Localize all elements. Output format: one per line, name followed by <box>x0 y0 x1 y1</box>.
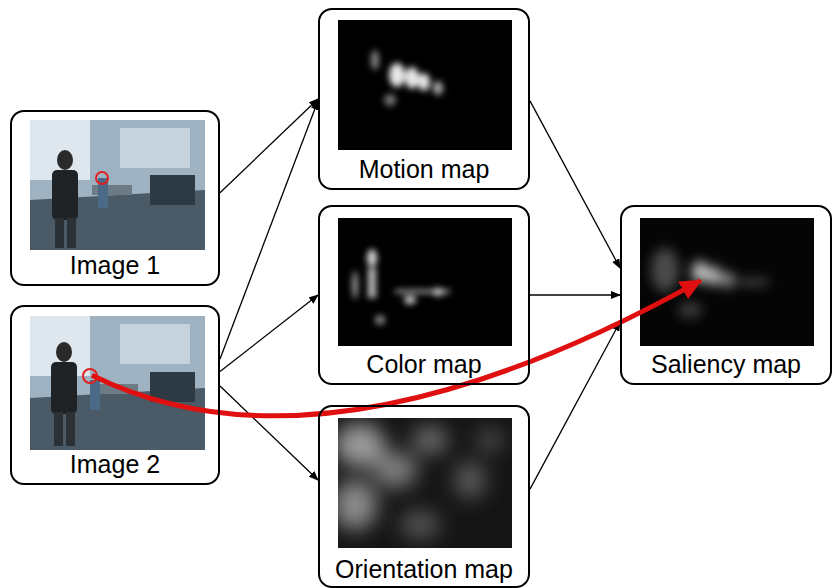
motion-map-image <box>338 20 512 150</box>
box-label: Motion map <box>359 155 490 183</box>
camera-image <box>30 120 205 250</box>
saliency-map-box: Saliency map <box>620 205 832 385</box>
box-label: Saliency map <box>651 350 801 378</box>
box-label: Orientation map <box>335 555 513 583</box>
flow-arrow <box>530 294 620 295</box>
flow-arrow <box>220 386 318 480</box>
attention-arrow <box>92 281 701 416</box>
color-map-image <box>338 218 512 346</box>
feature-map-box: Orientation map <box>318 405 530 588</box>
label-holder: Image 1 <box>12 253 218 278</box>
label-holder: Saliency map <box>622 352 830 377</box>
flow-arrow <box>220 101 318 359</box>
box-label: Image 2 <box>70 450 160 478</box>
box-label: Color map <box>366 350 481 378</box>
label-holder: Image 2 <box>12 452 218 477</box>
label-holder: Orientation map <box>320 557 528 582</box>
label-holder: Color map <box>320 352 528 377</box>
camera-image <box>30 316 205 450</box>
label-holder: Motion map <box>320 157 528 182</box>
flow-arrow <box>220 295 318 372</box>
input-image-box: Image 2 <box>10 305 220 485</box>
flow-arrow <box>220 99 318 193</box>
feature-map-box: Motion map <box>318 8 530 190</box>
feature-map-box: Color map <box>318 205 530 385</box>
flow-arrow <box>530 101 620 268</box>
saliency-map-image <box>640 218 814 346</box>
orientation-map-image <box>338 418 512 548</box>
box-label: Image 1 <box>70 251 160 279</box>
flow-arrow <box>530 322 620 489</box>
input-image-box: Image 1 <box>10 110 220 286</box>
